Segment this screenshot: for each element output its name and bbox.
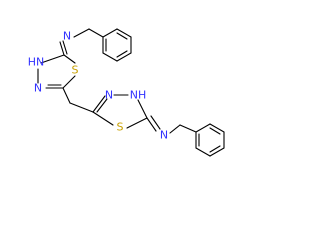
atom-labels: N HN N S N NH S N: [28, 30, 168, 142]
bond-inner: [96, 98, 108, 113]
bond: [195, 123, 211, 133]
atom-label-nh-mid: NH: [130, 89, 147, 102]
bond: [88, 28, 104, 38]
bond-inner: [116, 32, 128, 40]
bond: [116, 52, 132, 62]
bond-inner: [209, 145, 221, 153]
bond: [146, 117, 157, 132]
bond: [92, 95, 106, 113]
bond: [92, 111, 114, 126]
bond: [195, 147, 211, 157]
bonds: [37, 28, 225, 157]
atom-label-n-top: N: [34, 82, 42, 95]
bond: [126, 117, 148, 129]
bond: [62, 75, 76, 89]
bond-inner: [209, 127, 221, 135]
bond: [179, 124, 197, 133]
bond: [63, 54, 76, 64]
atom-label-n-mid: N: [105, 89, 113, 102]
bond: [209, 123, 225, 133]
bond: [209, 147, 225, 157]
bond: [62, 40, 68, 55]
bond: [59, 41, 65, 56]
atom-label-n-exo-top: N: [63, 30, 71, 43]
bond: [169, 124, 181, 134]
bond: [62, 87, 71, 104]
bond: [40, 54, 65, 64]
bond: [69, 102, 94, 113]
bond: [137, 99, 148, 119]
bond: [116, 28, 132, 38]
atom-label-hn-top: HN: [28, 56, 45, 69]
molecule-structure: N HN N S N NH S N: [28, 28, 225, 157]
atom-label-n-exo-bottom: N: [160, 129, 168, 142]
bond: [102, 52, 118, 62]
atom-label-s-top: S: [72, 64, 79, 77]
bond-inner: [116, 50, 128, 58]
bond: [150, 115, 161, 130]
bond: [73, 28, 90, 38]
atom-label-s-bottom: S: [117, 121, 124, 134]
bond: [102, 28, 118, 38]
